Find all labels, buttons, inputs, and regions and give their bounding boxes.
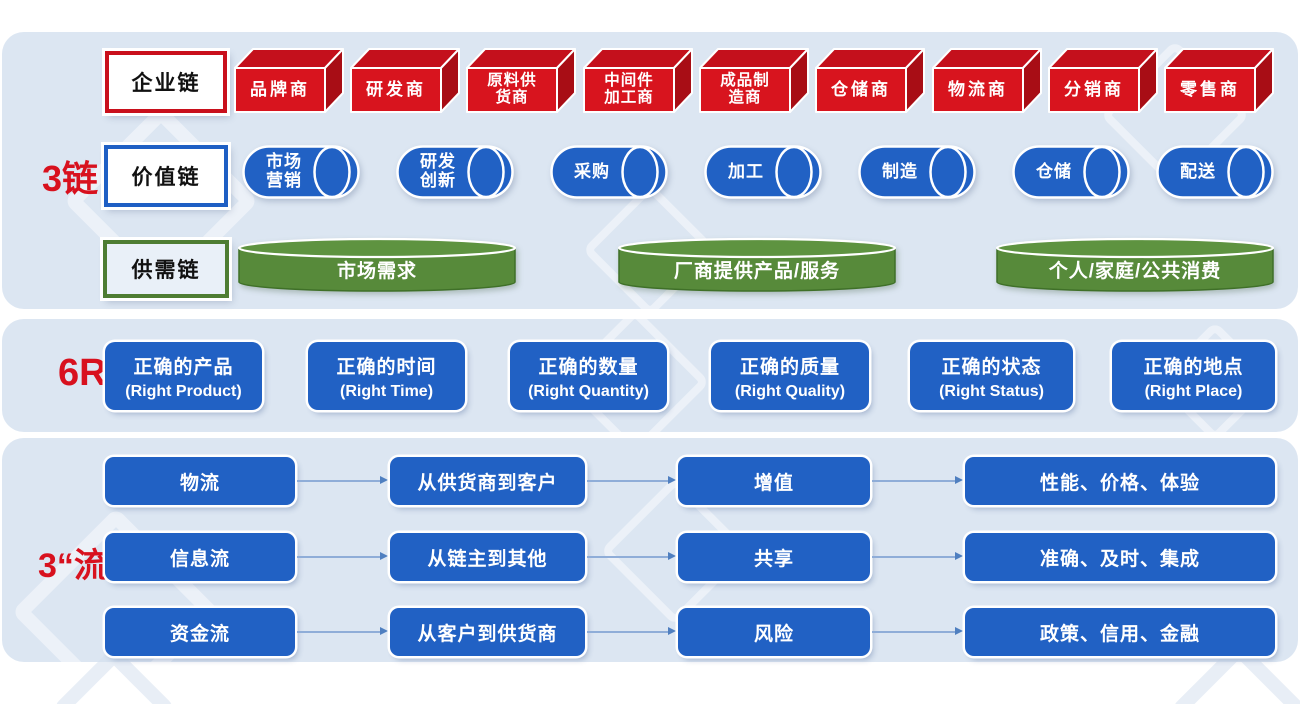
flow-box-label: 性能、价格、体验 bbox=[1039, 472, 1200, 494]
enterprise-box: 成品制 造商 bbox=[698, 46, 810, 114]
six-r-box-zh: 正确的时间 bbox=[336, 356, 437, 378]
flow-box: 从供货商到客户 bbox=[390, 457, 585, 505]
flow-box-label: 信息流 bbox=[169, 548, 230, 570]
enterprise-box: 仓储商 bbox=[814, 46, 926, 114]
six-r-box: 正确的产品 (Right Product) bbox=[105, 342, 262, 410]
flow-arrow bbox=[872, 552, 963, 560]
enterprise-box-label: 中间件 加工商 bbox=[604, 72, 654, 106]
flow-arrow bbox=[297, 552, 388, 560]
flow-box: 增值 bbox=[678, 457, 870, 505]
flow-arrow bbox=[587, 627, 676, 635]
value-chain-cylinder: 研发 创新 bbox=[396, 145, 514, 199]
value-chain-cylinder-label: 市场 营销 bbox=[266, 152, 302, 190]
flow-box-label: 资金流 bbox=[169, 623, 230, 645]
flow-box-label: 从链主到其他 bbox=[427, 548, 548, 570]
enterprise-box: 分销商 bbox=[1047, 46, 1159, 114]
enterprise-box-label: 品牌商 bbox=[250, 79, 310, 99]
flow-box: 从客户到供货商 bbox=[390, 608, 585, 656]
six-r-box: 正确的数量 (Right Quantity) bbox=[510, 342, 667, 410]
demand-drum: 个人/家庭/公共消费 bbox=[995, 237, 1275, 293]
six-r-box-en: (Right Status) bbox=[939, 382, 1044, 400]
flow-box: 准确、及时、集成 bbox=[965, 533, 1275, 581]
value-chain-cylinder-label: 采购 bbox=[574, 161, 610, 181]
demand-drum: 市场需求 bbox=[237, 237, 517, 293]
value-chain-cylinder: 采购 bbox=[550, 145, 668, 199]
enterprise-box: 物流商 bbox=[931, 46, 1043, 114]
enterprise-box: 原料供 货商 bbox=[465, 46, 577, 114]
enterprise-box-label: 成品制 造商 bbox=[720, 72, 770, 106]
value-chain-cylinder: 制造 bbox=[858, 145, 976, 199]
flow-box-label: 增值 bbox=[753, 472, 794, 494]
six-r-box-zh: 正确的产品 bbox=[133, 356, 234, 378]
value-chain-cylinder: 仓储 bbox=[1012, 145, 1130, 199]
flow-arrow bbox=[587, 476, 676, 484]
enterprise-box: 研发商 bbox=[349, 46, 461, 114]
flow-box: 性能、价格、体验 bbox=[965, 457, 1275, 505]
demand-drum-label: 市场需求 bbox=[336, 261, 417, 282]
value-chain-cylinder: 市场 营销 bbox=[242, 145, 360, 199]
enterprise-chain-label: 企业链 bbox=[105, 51, 227, 113]
flow-arrow bbox=[872, 476, 963, 484]
enterprise-box-label: 分销商 bbox=[1064, 79, 1124, 99]
enterprise-box-label: 仓储商 bbox=[831, 79, 891, 99]
six-r-box: 正确的质量 (Right Quality) bbox=[711, 342, 869, 410]
flow-arrow bbox=[587, 552, 676, 560]
value-chain-label: 价值链 bbox=[104, 145, 228, 207]
enterprise-box-label: 物流商 bbox=[948, 79, 1008, 99]
value-chain-cylinder: 加工 bbox=[704, 145, 822, 199]
flow-box: 政策、信用、金融 bbox=[965, 608, 1275, 656]
six-r-box-zh: 正确的质量 bbox=[739, 356, 840, 378]
value-chain-cylinder-label: 研发 创新 bbox=[420, 152, 456, 190]
enterprise-box-label: 零售商 bbox=[1180, 79, 1240, 99]
enterprise-box: 零售商 bbox=[1163, 46, 1275, 114]
flow-box: 风险 bbox=[678, 608, 870, 656]
chains-section-label: 3链 bbox=[42, 158, 99, 199]
flow-box: 物流 bbox=[105, 457, 295, 505]
flow-box-label: 风险 bbox=[753, 623, 794, 645]
flow-box-label: 从客户到供货商 bbox=[417, 623, 558, 645]
six-r-box: 正确的地点 (Right Place) bbox=[1112, 342, 1275, 410]
six-r-section-label: 6R bbox=[58, 352, 107, 394]
six-r-box: 正确的状态 (Right Status) bbox=[910, 342, 1073, 410]
enterprise-box: 中间件 加工商 bbox=[582, 46, 694, 114]
flow-arrow bbox=[297, 627, 388, 635]
enterprise-box-label: 研发商 bbox=[366, 79, 426, 99]
enterprise-box-label: 原料供 货商 bbox=[487, 72, 537, 106]
six-r-box-en: (Right Time) bbox=[339, 382, 434, 400]
six-r-box-en: (Right Place) bbox=[1144, 382, 1243, 400]
supply-demand-chain-label: 供需链 bbox=[103, 240, 229, 298]
flow-box: 资金流 bbox=[105, 608, 295, 656]
demand-drum-label: 个人/家庭/公共消费 bbox=[1048, 261, 1222, 282]
six-r-box-en: (Right Quality) bbox=[734, 382, 846, 400]
flow-box-label: 准确、及时、集成 bbox=[1039, 548, 1200, 570]
value-chain-cylinder: 配送 bbox=[1156, 145, 1274, 199]
flow-arrow bbox=[297, 476, 388, 484]
value-chain-cylinder-label: 仓储 bbox=[1036, 161, 1072, 181]
value-chain-cylinder-label: 加工 bbox=[728, 161, 764, 181]
value-chain-cylinder-label: 配送 bbox=[1180, 161, 1216, 181]
flow-box: 共享 bbox=[678, 533, 870, 581]
flow-box-label: 从供货商到客户 bbox=[417, 472, 558, 494]
demand-drum: 厂商提供产品/服务 bbox=[617, 237, 897, 293]
enterprise-box: 品牌商 bbox=[233, 46, 345, 114]
six-r-box-zh: 正确的地点 bbox=[1143, 356, 1244, 378]
flow-box-label: 物流 bbox=[179, 472, 220, 494]
flow-box: 从链主到其他 bbox=[390, 533, 585, 581]
value-chain-cylinder-label: 制造 bbox=[882, 161, 918, 181]
demand-drum-label: 厂商提供产品/服务 bbox=[673, 261, 841, 282]
six-r-box-zh: 正确的数量 bbox=[538, 356, 639, 378]
six-r-box: 正确的时间 (Right Time) bbox=[308, 342, 465, 410]
six-r-box-en: (Right Product) bbox=[125, 382, 242, 400]
six-r-box-en: (Right Quantity) bbox=[528, 382, 649, 400]
flow-box-label: 政策、信用、金融 bbox=[1039, 623, 1200, 645]
flow-box: 信息流 bbox=[105, 533, 295, 581]
six-r-box-zh: 正确的状态 bbox=[941, 356, 1042, 378]
flow-box-label: 共享 bbox=[753, 548, 794, 570]
flow-arrow bbox=[872, 627, 963, 635]
